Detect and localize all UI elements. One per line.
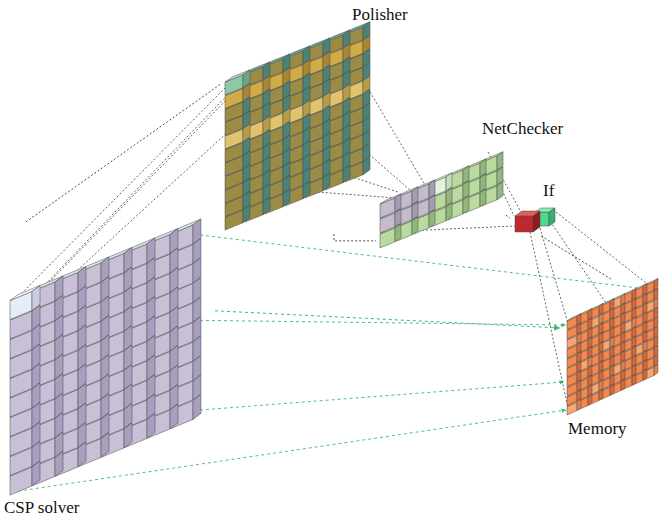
dashed-connector [215, 311, 560, 328]
cube-face [101, 257, 109, 282]
layer-label: If [543, 182, 554, 200]
cube-face [446, 173, 452, 191]
cube-face [610, 299, 614, 311]
cube-face [654, 279, 658, 291]
cube-face [193, 219, 201, 244]
cube-face [463, 166, 469, 184]
cube-face [549, 208, 555, 226]
cube-illustration [376, 118, 506, 253]
cube-face [303, 46, 310, 64]
cube-illustration [220, 4, 372, 234]
cube-face [643, 284, 647, 296]
cube-face [480, 159, 486, 177]
cube-face [621, 294, 625, 306]
cube-face [170, 228, 178, 253]
layer-label: NetChecker [482, 120, 563, 138]
dotted-link [10, 82, 655, 408]
cube-face [429, 180, 435, 198]
cube-face [343, 30, 350, 48]
cube-face [395, 194, 401, 212]
csp-grid: CSP solver [0, 222, 215, 518]
cube-face [323, 38, 330, 56]
cube-face [515, 216, 533, 232]
cube-face [283, 54, 290, 72]
dotted-connector [506, 215, 510, 218]
cube-face [243, 70, 250, 88]
cube-illustration [560, 280, 665, 440]
cube-illustration [0, 222, 215, 518]
cube-face [599, 304, 603, 316]
dotted-connector [334, 234, 376, 241]
cube-face [497, 152, 503, 170]
cube-grid [515, 211, 540, 232]
cube-face [32, 285, 40, 310]
cube-grid [380, 152, 503, 248]
cube-face [588, 309, 592, 321]
dashed-link [12, 235, 655, 492]
layer-label: CSP solver [4, 499, 79, 517]
if-cubes: If [510, 180, 562, 236]
cube-face [363, 22, 370, 40]
cube-grid [10, 219, 201, 495]
cube-face [263, 62, 270, 80]
layer-label: Memory [568, 420, 627, 438]
cube-face [577, 314, 581, 326]
cube-face [533, 211, 540, 232]
cube-face [124, 247, 132, 272]
layer-label: Polisher [352, 6, 408, 24]
netchecker-grid: NetChecker [376, 118, 506, 253]
cube-face [147, 238, 155, 263]
cube-grid [225, 22, 370, 230]
memory-grid: Memory [560, 280, 665, 440]
dotted-connector [541, 236, 612, 280]
cube-face [412, 187, 418, 205]
dotted-connector [26, 85, 220, 223]
cube-face [632, 289, 636, 301]
cube-face [55, 276, 63, 301]
polisher-grid: Polisher [220, 4, 372, 234]
cube-face [78, 266, 86, 291]
cube-grid [567, 279, 658, 416]
